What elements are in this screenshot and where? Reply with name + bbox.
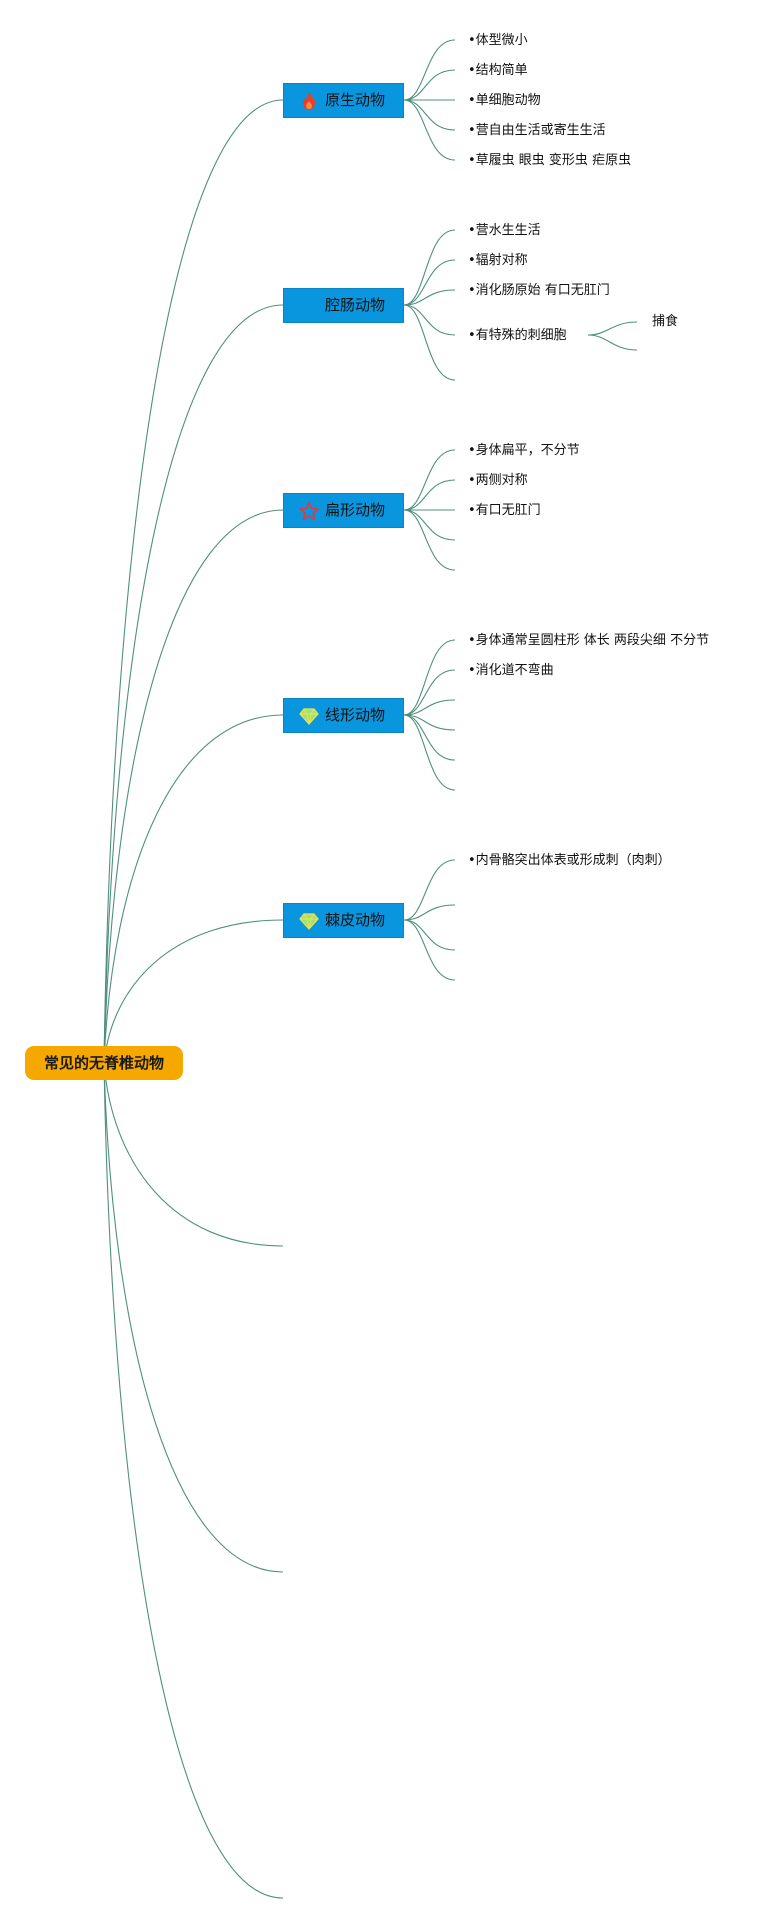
sub-connector-line bbox=[587, 334, 638, 351]
branch-node-coelenterata[interactable]: 腔肠动物 bbox=[283, 288, 404, 323]
branch-node-echinoderms[interactable]: 棘皮动物 bbox=[283, 903, 404, 938]
branch-label: 腔肠动物 bbox=[325, 296, 386, 314]
leaf-item[interactable]: •身体扁平，不分节 bbox=[468, 443, 580, 458]
root-connector-line bbox=[103, 304, 284, 1064]
leaf-item[interactable]: •结构简单 bbox=[468, 63, 528, 78]
leaf-connector-line bbox=[403, 919, 456, 951]
leaf-item[interactable]: •两侧对称 bbox=[468, 473, 528, 488]
fire-icon bbox=[303, 92, 315, 110]
root-connector-line bbox=[103, 1062, 284, 1247]
leaf-connector-line bbox=[403, 304, 456, 336]
branch-node-nematodes[interactable]: 线形动物 bbox=[283, 698, 404, 733]
leaf-connector-line bbox=[403, 919, 456, 981]
leaf-item[interactable]: •辐射对称 bbox=[468, 253, 528, 268]
leaf-item[interactable]: •营自由生活或寄生生活 bbox=[468, 123, 606, 138]
leaf-connector-line bbox=[403, 39, 456, 101]
leaf-item[interactable]: •消化肠原始 有口无肛门 bbox=[468, 283, 610, 298]
leaf-connector-line bbox=[403, 229, 456, 306]
branch-label: 棘皮动物 bbox=[325, 911, 386, 929]
leaf-connector-line bbox=[403, 509, 456, 571]
leaf-item[interactable]: •有特殊的刺细胞 bbox=[468, 328, 567, 343]
leaf-connector-line bbox=[403, 99, 456, 161]
leaf-item[interactable]: •草履虫 眼虫 变形虫 疟原虫 bbox=[468, 153, 632, 168]
leaf-connector-line bbox=[403, 714, 456, 761]
leaf-connector-line bbox=[403, 904, 456, 921]
root-connector-line bbox=[103, 919, 284, 1064]
branch-label: 扁形动物 bbox=[325, 501, 386, 519]
leaf-connector-line bbox=[403, 69, 456, 101]
sub-connector-line bbox=[587, 321, 638, 336]
gem-icon bbox=[299, 708, 319, 725]
branch-label: 原生动物 bbox=[325, 91, 386, 109]
root-node[interactable]: 常见的无脊椎动物 bbox=[25, 1046, 183, 1080]
leaf-connector-line bbox=[403, 714, 456, 731]
gem-icon bbox=[299, 913, 319, 930]
branch-label: 线形动物 bbox=[325, 706, 386, 724]
leaf-connector-line bbox=[403, 289, 456, 306]
leaf-item[interactable]: •营水生生活 bbox=[468, 223, 541, 238]
leaf-connector-line bbox=[403, 639, 456, 716]
branch-node-flatworms[interactable]: 扁形动物 bbox=[283, 493, 404, 528]
root-connector-line bbox=[103, 714, 284, 1064]
leaf-item[interactable]: •内骨骼突出体表或形成刺（肉刺） bbox=[468, 853, 671, 868]
root-connector-line bbox=[103, 1062, 284, 1573]
leaf-connector-line bbox=[403, 509, 456, 541]
leaf-item[interactable]: •体型微小 bbox=[468, 33, 528, 48]
leaf-item[interactable]: •身体通常呈圆柱形 体长 两段尖细 不分节 bbox=[468, 633, 710, 648]
leaf-connector-line bbox=[403, 699, 456, 716]
leaf-connector-line bbox=[403, 859, 456, 921]
star-icon bbox=[299, 501, 319, 521]
root-connector-line bbox=[103, 1062, 284, 1899]
leaf-item[interactable]: •单细胞动物 bbox=[468, 93, 541, 108]
root-connector-line bbox=[103, 99, 284, 1064]
sub-leaf-item[interactable]: 捕食 bbox=[652, 314, 679, 329]
leaf-connector-line bbox=[403, 99, 456, 131]
branch-node-protozoa[interactable]: 原生动物 bbox=[283, 83, 404, 118]
leaf-connector-line bbox=[403, 669, 456, 716]
leaf-item[interactable]: •消化道不弯曲 bbox=[468, 663, 554, 678]
leaf-connector-line bbox=[403, 714, 456, 791]
root-connector-line bbox=[103, 509, 284, 1064]
leaf-connector-line bbox=[403, 449, 456, 511]
leaf-connector-line bbox=[403, 259, 456, 306]
leaf-item[interactable]: •有口无肛门 bbox=[468, 503, 541, 518]
leaf-connector-line bbox=[403, 479, 456, 511]
leaf-connector-line bbox=[403, 304, 456, 381]
